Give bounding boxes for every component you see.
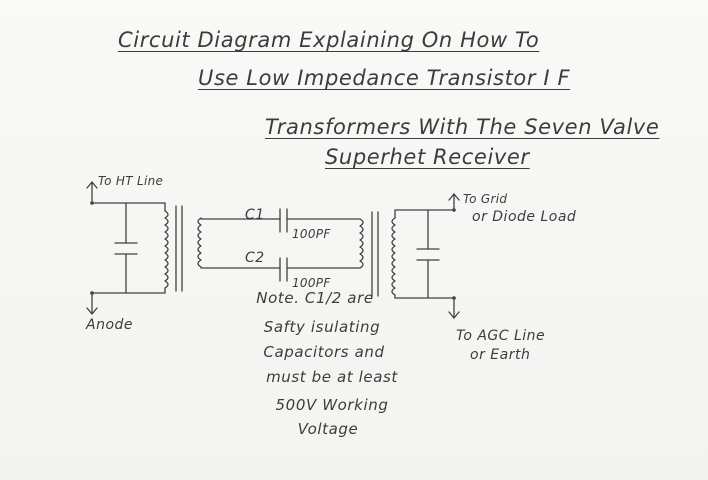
left-secondary-coil [197, 217, 202, 268]
note-line-2: Safty isulating [263, 318, 381, 336]
c2-name-label: C2 [245, 250, 265, 266]
right-tuning-capacitor [416, 209, 440, 299]
earth-label: or Earth [470, 347, 531, 363]
left-tuning-capacitor [114, 202, 138, 294]
c1-name-label: C1 [245, 207, 265, 223]
coupling-network [200, 208, 361, 282]
note-line-1: Note. C1/2 are [256, 289, 374, 307]
note-line-5: 500V Working [275, 396, 389, 414]
right-secondary-circuit [391, 193, 460, 319]
diode-load-label: or Diode Load [472, 209, 577, 225]
title-line-3: Transformers With The Seven Valve [265, 115, 660, 139]
c1-value-label: 100PF [292, 227, 331, 241]
right-primary-coil [359, 218, 364, 269]
title-line-2: Use Low Impedance Transistor I F [198, 66, 571, 90]
left-primary-coil [164, 202, 169, 294]
to-grid-label: To Grid [463, 192, 508, 206]
note-line-4: must be at least [266, 368, 398, 386]
anode-label: Anode [86, 317, 134, 333]
note-line-6: Voltage [297, 420, 359, 438]
title-line-4: Superhet Receiver [325, 145, 530, 169]
agc-line-label: To AGC Line [456, 328, 546, 344]
c2-value-label: 100PF [292, 276, 331, 290]
title-line-1: Circuit Diagram Explaining On How To [118, 28, 540, 52]
left-primary-circuit [86, 181, 183, 315]
ht-line-label: To HT Line [98, 174, 164, 188]
note-line-3: Capacitors and [263, 343, 385, 361]
